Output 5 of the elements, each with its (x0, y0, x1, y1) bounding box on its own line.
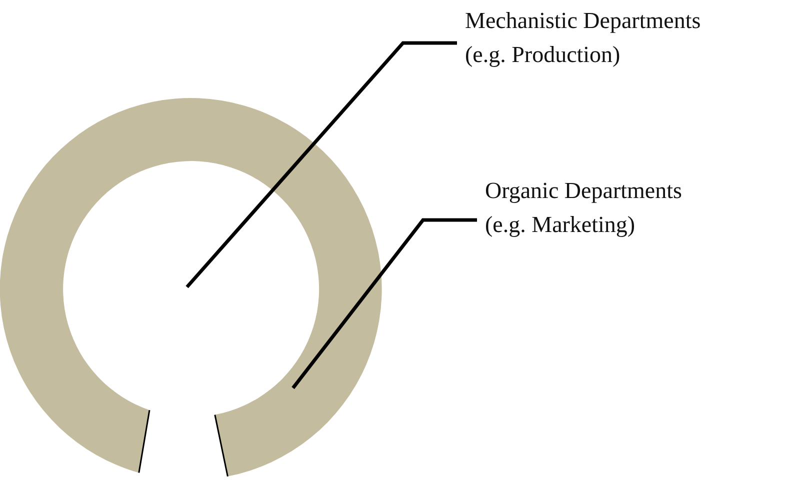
callout-label: Organic Departments (e.g. Marketing) (485, 174, 701, 242)
callout-label: Mechanistic Departments (e.g. Production) (465, 4, 707, 72)
leader-line (292, 218, 477, 390)
leader-line (186, 41, 457, 288)
ring-drawing (0, 98, 382, 477)
